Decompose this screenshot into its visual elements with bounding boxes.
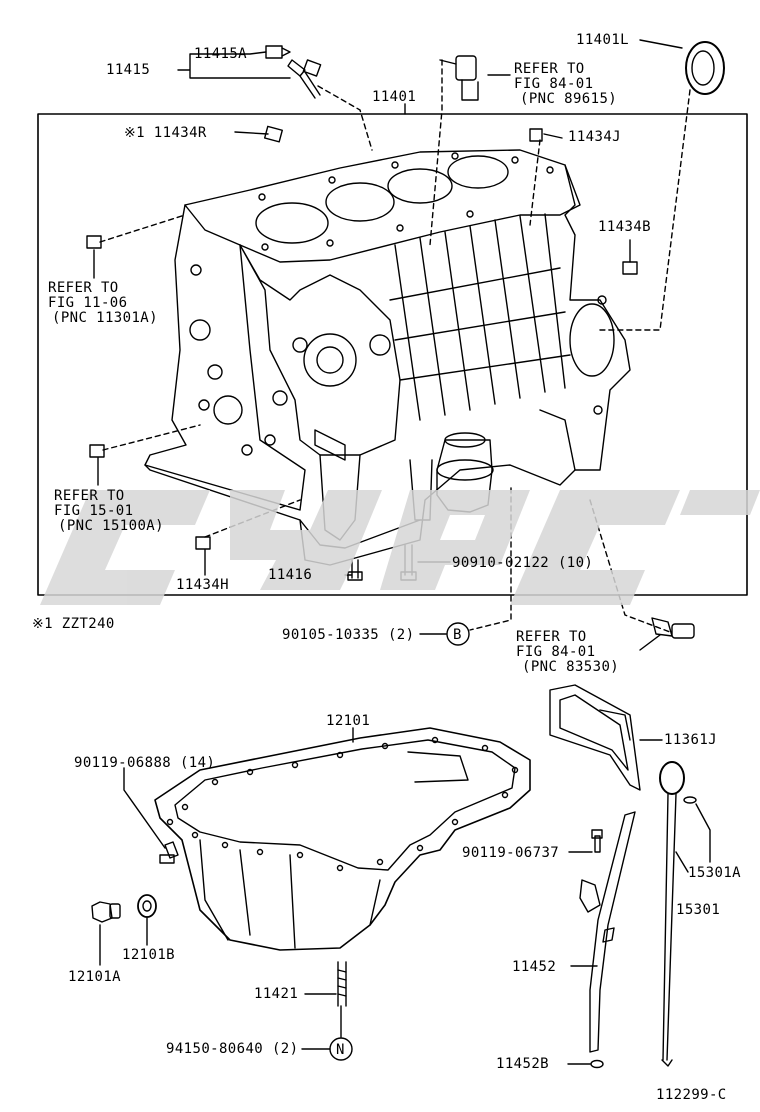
label-15301A: 15301A bbox=[688, 865, 741, 881]
drain-plug-12101A-drawing bbox=[91, 901, 121, 923]
label-11415A: 11415A bbox=[194, 46, 247, 62]
ref-fig-84-01-b-line3: (PNC 83530) bbox=[522, 659, 620, 675]
dowel-left-lower bbox=[89, 444, 105, 458]
block-group-frame bbox=[37, 113, 748, 596]
label-15301: 15301 bbox=[676, 902, 721, 918]
connector-11415A-drawing bbox=[265, 45, 291, 59]
label-11361J: 11361J bbox=[664, 732, 717, 748]
ref-fig-11-06-line2: FIG 11-06 bbox=[48, 295, 128, 311]
dipstick-15301-drawing bbox=[659, 761, 685, 1067]
ref-fig-84-01-b-line1: REFER TO bbox=[516, 629, 587, 645]
label-11434R: ※1 11434R bbox=[124, 125, 207, 141]
label-90105-10335: 90105-10335 (2) bbox=[282, 627, 415, 643]
dowel-left-upper bbox=[86, 235, 102, 249]
label-11434J: 11434J bbox=[568, 129, 621, 145]
label-11434B: 11434B bbox=[598, 219, 651, 235]
ref-fig-15-01-line1: REFER TO bbox=[54, 488, 125, 504]
oil-pressure-switch-drawing bbox=[639, 617, 695, 651]
label-11434H: 11434H bbox=[176, 577, 229, 593]
stud-11421-drawing bbox=[337, 961, 347, 1007]
label-90119-06888: 90119-06888 (14) bbox=[74, 755, 216, 771]
ref-fig-15-01-line2: FIG 15-01 bbox=[54, 503, 134, 519]
gasket-12101B-drawing bbox=[137, 894, 157, 918]
label-11401: 11401 bbox=[372, 89, 417, 105]
ref-fig-11-06-line3: (PNC 11301A) bbox=[52, 310, 158, 326]
knock-sensor-drawing bbox=[455, 55, 479, 101]
label-11421: 11421 bbox=[254, 986, 299, 1002]
label-11452: 11452 bbox=[512, 959, 557, 975]
baffle-plate-11361J-drawing bbox=[549, 684, 641, 791]
ref-fig-84-01-b-line2: FIG 84-01 bbox=[516, 644, 596, 660]
hose-11415-drawing bbox=[287, 59, 322, 99]
oil-seal-11401L-drawing bbox=[685, 41, 725, 95]
ref-fig-84-01-a-line2: FIG 84-01 bbox=[514, 76, 594, 92]
label-11415: 11415 bbox=[106, 62, 151, 78]
dipstick-guide-11452-drawing bbox=[579, 811, 636, 1053]
label-11416: 11416 bbox=[268, 567, 313, 583]
variant-note: ※1 ZZT240 bbox=[32, 616, 115, 632]
dowel-11434R bbox=[263, 125, 283, 143]
label-11401L: 11401L bbox=[576, 32, 629, 48]
ref-fig-84-01-a-line1: REFER TO bbox=[514, 61, 585, 77]
bolt-90119-06888-drawing bbox=[159, 841, 179, 864]
o-ring-15301A-drawing bbox=[683, 796, 697, 804]
bolt-90910-drawing bbox=[400, 544, 417, 581]
dowel-11434J bbox=[529, 128, 543, 142]
dowel-11434B bbox=[622, 261, 638, 275]
label-12101B: 12101B bbox=[122, 947, 175, 963]
ref-fig-84-01-a-line3: (PNC 89615) bbox=[520, 91, 618, 107]
marker-b-circle bbox=[446, 622, 470, 646]
bolt-11416-drawing bbox=[347, 559, 363, 581]
label-90119-06737: 90119-06737 bbox=[462, 845, 560, 861]
label-94150-80640: 94150-80640 (2) bbox=[166, 1041, 299, 1057]
dowel-11434H bbox=[195, 536, 211, 550]
label-11452B: 11452B bbox=[496, 1056, 549, 1072]
figure-code: 112299-C bbox=[656, 1087, 727, 1103]
label-12101: 12101 bbox=[326, 713, 371, 729]
cylinder-block-drawing bbox=[144, 149, 631, 566]
ref-fig-11-06-line1: REFER TO bbox=[48, 280, 119, 296]
marker-n: N bbox=[336, 1042, 345, 1058]
label-12101A: 12101A bbox=[68, 969, 121, 985]
oil-pan-drawing bbox=[154, 727, 531, 951]
label-90910-02122: 90910-02122 (10) bbox=[452, 555, 594, 571]
o-ring-11452B-drawing bbox=[590, 1059, 604, 1069]
ref-fig-15-01-line3: (PNC 15100A) bbox=[58, 518, 164, 534]
marker-b: B bbox=[453, 627, 462, 643]
